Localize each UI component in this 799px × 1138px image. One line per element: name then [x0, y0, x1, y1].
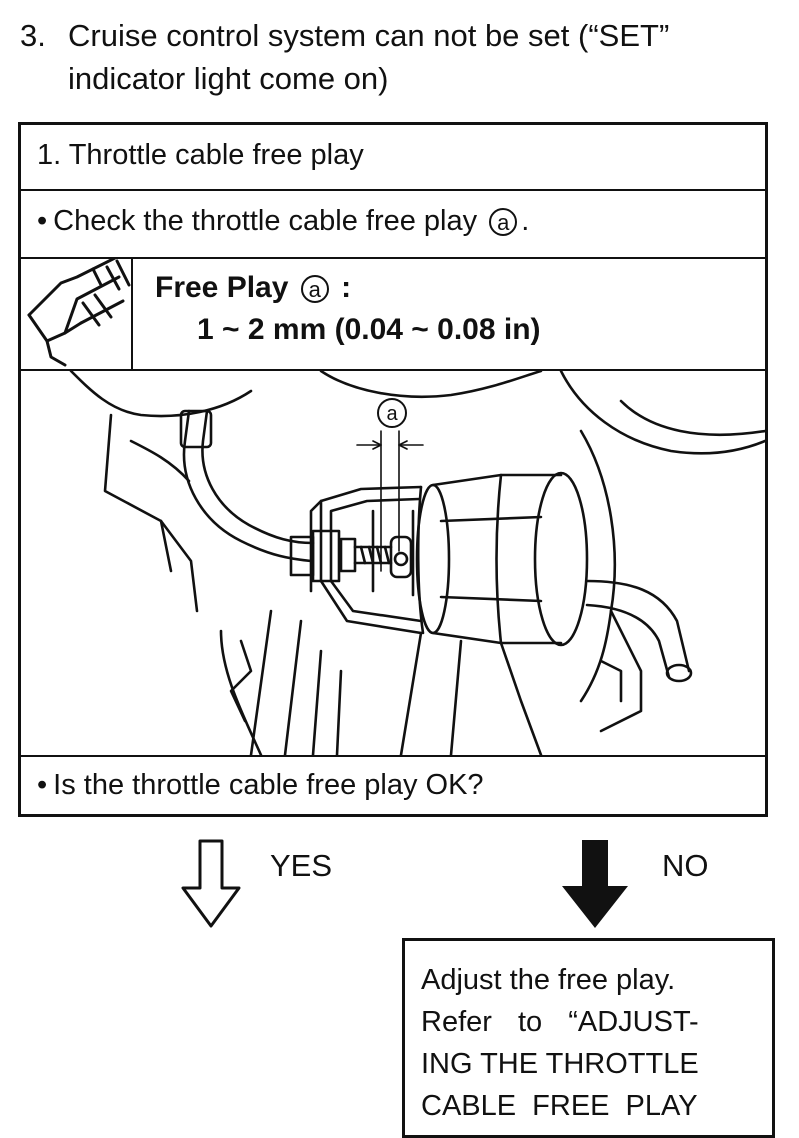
step-title-row: 1. Throttle cable free play: [21, 125, 765, 191]
caliper-icon: [21, 255, 133, 369]
no-label: NO: [662, 848, 709, 883]
spec-label-colon: :: [341, 271, 352, 304]
outline-down-arrow-icon: [181, 839, 241, 928]
question-row: Is the throttle cable free play OK?: [21, 757, 765, 817]
section-number: 3.: [20, 18, 46, 53]
marker-a-callout: a: [377, 398, 407, 428]
spec-label-text: Free Play: [155, 271, 289, 304]
illustration-marker: a: [386, 403, 398, 425]
no-action-line: ING THE THROTTLE: [421, 1048, 699, 1080]
inspection-box: 1. Throttle cable free play Check the th…: [18, 122, 768, 817]
spec-label: Free Play a :: [155, 271, 351, 305]
step-title: 1. Throttle cable free play: [37, 139, 364, 171]
spec-value: 1 ~ 2 mm (0.04 ~ 0.08 in): [197, 313, 541, 346]
yes-label: YES: [270, 848, 333, 883]
spec-row: Free Play a : 1 ~ 2 mm (0.04 ~ 0.08 in): [21, 255, 765, 371]
check-text: Check the throttle cable free play: [53, 205, 478, 237]
marker-a: a: [300, 275, 329, 304]
check-row: Check the throttle cable free play a.: [21, 191, 765, 259]
illustration-row: a: [21, 371, 765, 757]
throttle-actuator-illustration: a: [69, 371, 765, 755]
no-action-box: Adjust the free play. Refer to “ADJUST- …: [402, 938, 775, 1138]
no-action-line: CABLE FREE PLAY: [421, 1090, 698, 1122]
check-question: Is the throttle cable free play OK?: [37, 769, 483, 802]
solid-down-arrow-icon: [562, 840, 628, 928]
section-title: Cruise control system can not be set (“S…: [68, 18, 670, 96]
no-action-line: Adjust the free play.: [421, 964, 676, 996]
marker-a: a: [489, 208, 518, 237]
check-suffix: .: [521, 205, 530, 237]
check-instruction: Check the throttle cable free play a.: [37, 205, 529, 238]
no-action-line: Refer to “ADJUST-: [421, 1006, 699, 1038]
